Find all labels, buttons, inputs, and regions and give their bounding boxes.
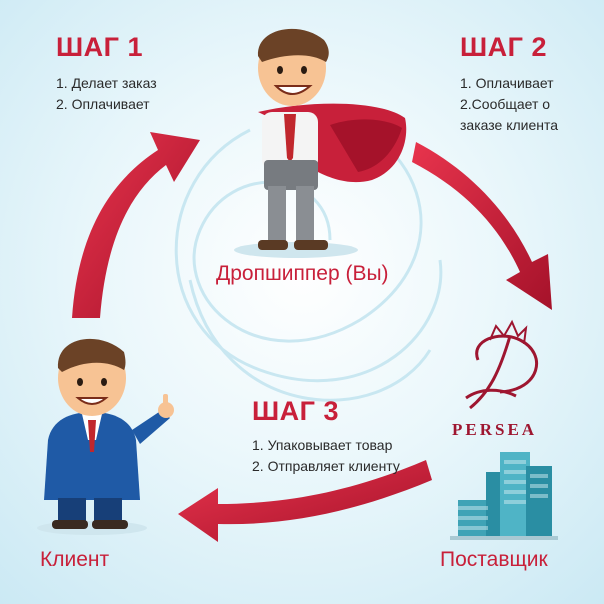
step-1-title: ШАГ 1 [56,32,143,62]
step-2-item-2: 2.Сообщает о [460,96,551,112]
step-1-block: ШАГ 1 1. Делает заказ 2. Оплачивает [56,32,157,115]
persea-logo-text: PERSEA [452,420,538,439]
dropshipper-figure [234,28,407,258]
supplier-buildings [450,452,558,540]
arrow-supplier-to-client [178,460,432,542]
supplier-label: Поставщик [440,548,548,571]
dropshipper-label: Дропшиппер (Вы) [216,262,389,285]
step-3-item-2: 2. Отправляет клиенту [252,458,400,474]
step-2-item-1: 1. Оплачивает [460,75,554,91]
arrow-dropshipper-to-supplier [412,142,552,310]
step-3-list: 1. Упаковывает товар 2. Отправляет клиен… [252,435,400,477]
step-3-block: ШАГ 3 1. Упаковывает товар 2. Отправляет… [252,396,400,477]
step-1-list: 1. Делает заказ 2. Оплачивает [56,73,157,115]
client-figure [37,338,174,535]
step-2-title: ШАГ 2 [460,32,547,62]
client-label: Клиент [40,548,110,571]
step-2-list: 1. Оплачивает 2.Сообщает о заказе клиент… [460,73,558,136]
step-1-item-1: 1. Делает заказ [56,75,157,91]
step-2-block: ШАГ 2 1. Оплачивает 2.Сообщает о заказе … [460,32,558,136]
step-3-title: ШАГ 3 [252,396,339,426]
step-2-item-3: заказе клиента [460,117,559,133]
persea-logo-mark [465,319,538,410]
step-1-item-2: 2. Оплачивает [56,96,150,112]
step-3-item-1: 1. Упаковывает товар [252,437,393,453]
arrow-client-to-dropshipper [72,132,200,318]
